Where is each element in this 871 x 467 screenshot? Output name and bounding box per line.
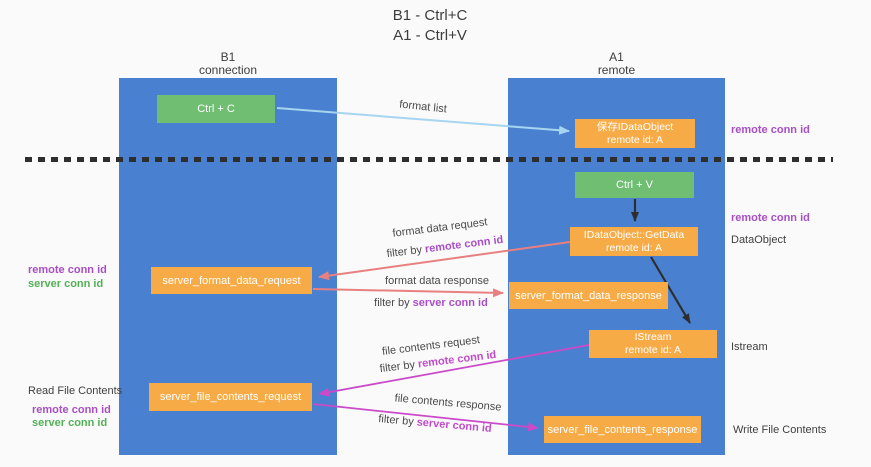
filter-by-prefix: filter by xyxy=(386,243,423,261)
label-remote-conn-id-mid: remote conn id xyxy=(731,212,810,224)
node-save-idataobject: 保存IDataObject remote id: A xyxy=(575,119,695,148)
node-ctrl-c-label: Ctrl + C xyxy=(197,103,235,115)
node-server-file-contents-response: server_file_contents_response xyxy=(544,416,701,443)
phase-divider-dashed-line xyxy=(25,157,833,162)
filter-id-server-conn: server conn id xyxy=(412,297,488,309)
node-server-format-data-request-label: server_format_data_request xyxy=(162,274,301,287)
label-read-file-contents: Read File Contents xyxy=(28,385,123,397)
edge-label-format-list: format list xyxy=(398,98,448,116)
node-istream-line1: IStream xyxy=(634,331,672,343)
label-remote-conn-id-top: remote conn id xyxy=(731,124,810,136)
node-ctrl-v: Ctrl + V xyxy=(575,172,694,198)
edge-label-format-data-request: format data request xyxy=(391,216,489,240)
right-column-name: A1 xyxy=(609,50,624,64)
node-ctrl-v-label: Ctrl + V xyxy=(616,179,653,191)
node-istream-line2: remote id: A xyxy=(624,344,682,356)
node-istream: IStream remote id: A xyxy=(589,330,717,358)
edge-label-file-contents-response: file contents response xyxy=(394,392,502,414)
node-save-idataobject-line2: remote id: A xyxy=(606,133,664,146)
filter-by-prefix: filter by xyxy=(374,297,410,309)
right-column-subtitle: remote xyxy=(597,62,636,77)
arrow-format-data-response xyxy=(312,288,504,298)
left-column-name: B1 xyxy=(220,50,236,64)
filter-by-prefix: filter by xyxy=(377,413,415,429)
node-server-format-data-response: server_format_data_response xyxy=(509,282,668,309)
node-server-file-contents-response-label: server_file_contents_response xyxy=(547,423,698,436)
edge-label-format-data-response: format data response xyxy=(385,275,489,287)
title-line-2: A1 - Ctrl+V xyxy=(393,27,467,44)
label-dataobject: DataObject xyxy=(731,234,787,246)
node-server-file-contents-request-label: server_file_contents_request xyxy=(159,391,302,403)
label-server-conn-id-left-1: server conn id xyxy=(28,278,104,290)
node-idataobject-getdata-line2: remote id: A xyxy=(605,241,663,254)
diagram-title: B1 - Ctrl+C A1 - Ctrl+V xyxy=(0,6,860,46)
filter-id-server-conn: server conn id xyxy=(416,416,493,435)
label-remote-conn-id-left-1: remote conn id xyxy=(28,264,107,276)
node-idataobject-getdata: IDataObject::GetData remote id: A xyxy=(570,227,698,256)
filter-by-prefix: filter by xyxy=(379,358,416,376)
filter-id-remote-conn: remote conn id xyxy=(424,233,504,256)
label-istream: Istream xyxy=(731,341,768,353)
node-server-format-data-response-label: server_format_data_response xyxy=(515,289,662,302)
left-column-header: B1 connection xyxy=(119,51,337,76)
right-column-header: A1 remote xyxy=(508,51,725,76)
label-remote-conn-id-left-2: remote conn id xyxy=(32,404,111,416)
title-line-1: B1 - Ctrl+C xyxy=(392,7,468,24)
left-column-subtitle: connection xyxy=(198,62,258,77)
node-save-idataobject-line1: 保存IDataObject xyxy=(596,120,674,133)
node-idataobject-getdata-line1: IDataObject::GetData xyxy=(583,228,685,241)
label-write-file-contents: Write File Contents xyxy=(733,424,827,436)
label-server-conn-id-left-2: server conn id xyxy=(32,417,108,429)
node-server-format-data-request: server_format_data_request xyxy=(151,267,312,294)
node-ctrl-c: Ctrl + C xyxy=(157,95,275,123)
node-server-file-contents-request: server_file_contents_request xyxy=(149,383,312,411)
